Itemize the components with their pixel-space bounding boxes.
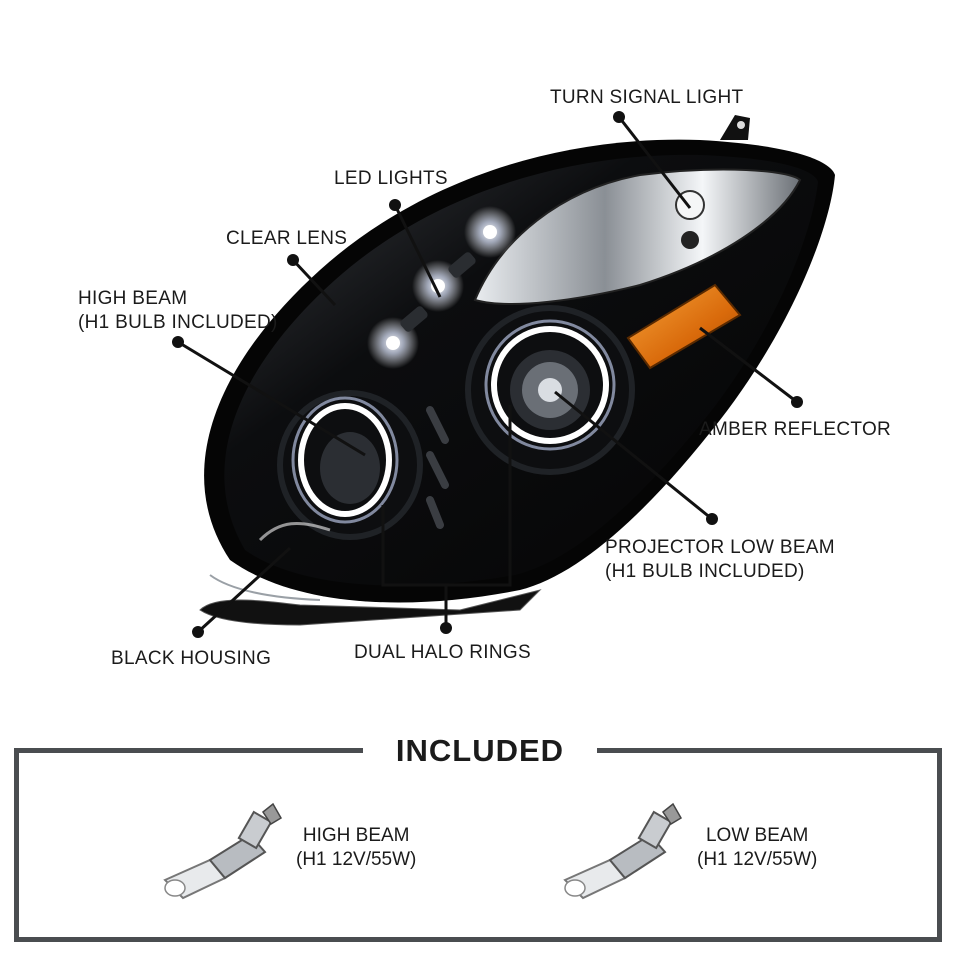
callout-black-housing: BLACK HOUSING xyxy=(111,648,272,669)
included-bulb-low: LOW BEAM (H1 12V/55W) xyxy=(697,824,817,872)
callout-high-beam: HIGH BEAM (H1 BULB INCLUDED) xyxy=(78,287,278,335)
included-bulb-low-name: LOW BEAM xyxy=(705,825,809,846)
callout-amber-reflector: AMBER REFLECTOR xyxy=(699,419,892,440)
high-beam-reflector xyxy=(277,390,423,540)
callout-turn-signal: TURN SIGNAL LIGHT xyxy=(550,87,744,108)
callout-projector-low-beam: PROJECTOR LOW BEAM (H1 BULB INCLUDED) xyxy=(605,536,835,584)
included-frame-top-left xyxy=(14,748,363,753)
h1-bulb-icon xyxy=(563,802,683,900)
callout-led-lights: LED LIGHTS xyxy=(334,168,448,189)
callout-high-beam-line1: HIGH BEAM xyxy=(78,288,188,309)
callout-projector-line1: PROJECTOR LOW BEAM xyxy=(605,537,835,558)
included-bulb-high: HIGH BEAM (H1 12V/55W) xyxy=(296,824,416,872)
amber-reflector-shape xyxy=(626,283,742,370)
led-lights xyxy=(367,206,516,369)
projector-low-beam xyxy=(465,305,635,475)
included-bulb-high-name: HIGH BEAM xyxy=(302,825,410,846)
bottom-trim xyxy=(199,589,542,626)
h1-bulb-icon xyxy=(163,802,283,900)
headlight-illustration xyxy=(172,111,835,638)
callout-clear-lens: CLEAR LENS xyxy=(226,228,348,249)
included-bulb-low-spec: (H1 12V/55W) xyxy=(697,849,818,870)
callout-high-beam-line2: (H1 BULB INCLUDED) xyxy=(78,312,278,333)
included-frame-top-right xyxy=(597,748,942,753)
included-bulb-high-spec: (H1 12V/55W) xyxy=(296,849,417,870)
turn-signal-reflector xyxy=(473,168,802,305)
included-title: INCLUDED xyxy=(395,733,565,768)
callout-projector-line2: (H1 BULB INCLUDED) xyxy=(605,561,805,582)
included-frame xyxy=(14,748,942,942)
callout-dual-halo: DUAL HALO RINGS xyxy=(354,642,531,663)
